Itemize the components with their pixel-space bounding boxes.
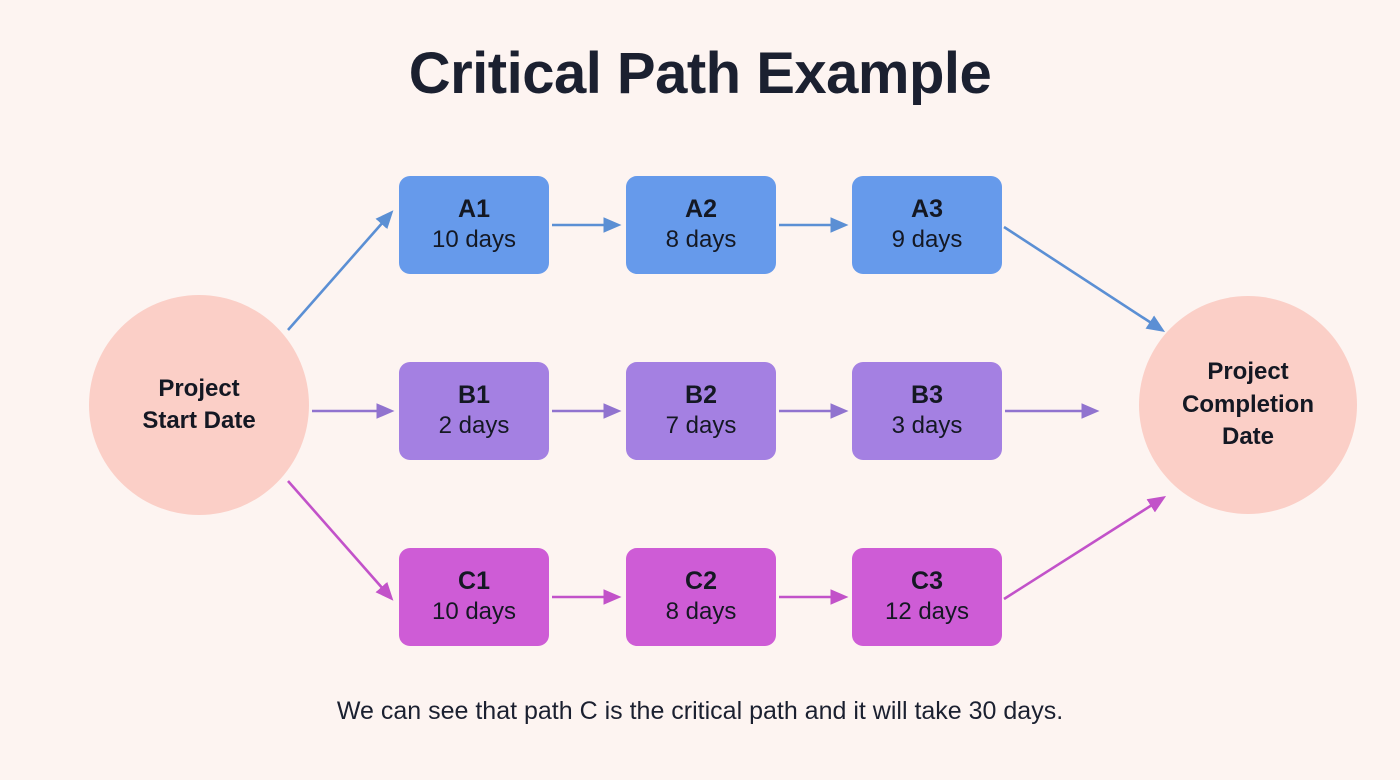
task-node-c3[interactable]: C3 12 days xyxy=(852,548,1002,646)
task-node-b1[interactable]: B1 2 days xyxy=(399,362,549,460)
task-id-a3: A3 xyxy=(911,195,943,224)
task-duration-a1: 10 days xyxy=(431,225,517,253)
start-label-line2: Start Date xyxy=(142,407,256,434)
task-id-c3: C3 xyxy=(911,567,943,596)
node-project-completion-date[interactable]: Project Completion Date xyxy=(1139,296,1357,514)
task-duration-c1: 10 days xyxy=(431,597,517,625)
node-project-start-date[interactable]: Project Start Date xyxy=(89,295,309,515)
task-node-a3[interactable]: A3 9 days xyxy=(852,176,1002,274)
task-id-b2: B2 xyxy=(685,381,717,410)
task-node-c1[interactable]: C1 10 days xyxy=(399,548,549,646)
task-id-c2: C2 xyxy=(685,567,717,596)
task-duration-a3: 9 days xyxy=(891,225,963,253)
task-node-a1[interactable]: A1 10 days xyxy=(399,176,549,274)
task-node-b2[interactable]: B2 7 days xyxy=(626,362,776,460)
edge-c3-to-end xyxy=(1003,496,1167,601)
task-id-a1: A1 xyxy=(458,195,490,224)
start-label-line1: Project xyxy=(158,374,240,402)
edge-a3-to-end xyxy=(1003,225,1166,332)
diagram-caption: We can see that path C is the critical p… xyxy=(336,697,1064,725)
task-duration-b2: 7 days xyxy=(665,411,737,439)
task-id-b1: B1 xyxy=(458,381,490,410)
task-node-a2[interactable]: A2 8 days xyxy=(626,176,776,274)
end-label-line3: Date xyxy=(1221,423,1275,451)
task-node-c2[interactable]: C2 8 days xyxy=(626,548,776,646)
page-title: Critical Path Example xyxy=(408,41,992,106)
task-node-b3[interactable]: B3 3 days xyxy=(852,362,1002,460)
edge-start-to-c1 xyxy=(287,480,394,601)
task-duration-b1: 2 days xyxy=(438,411,510,439)
task-duration-c3: 12 days xyxy=(884,597,970,625)
task-id-b3: B3 xyxy=(911,381,943,410)
task-duration-c2: 8 days xyxy=(665,597,737,625)
task-duration-a2: 8 days xyxy=(665,225,737,253)
edge-start-to-a1 xyxy=(287,210,394,331)
end-label-line2: Completion xyxy=(1182,390,1314,418)
end-label-line1: Project xyxy=(1207,358,1289,386)
task-id-c1: C1 xyxy=(458,567,490,596)
task-duration-b3: 3 days xyxy=(891,411,963,439)
task-id-a2: A2 xyxy=(685,195,717,224)
